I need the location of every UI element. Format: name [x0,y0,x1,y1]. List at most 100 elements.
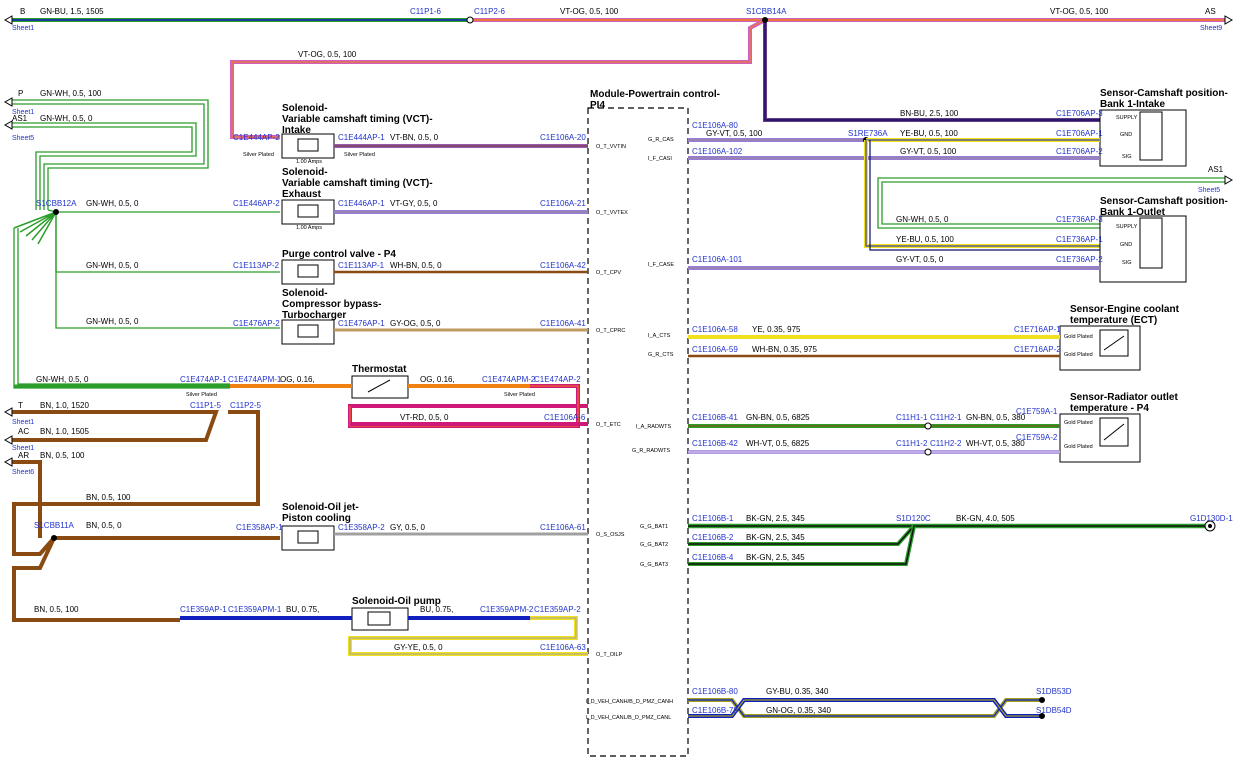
wire-label-bat1: BK-GN, 2.5, 345 [746,514,805,523]
conn-c1e476ap2[interactable]: C1E476AP-2 [233,319,280,328]
conn-c1e358ap1[interactable]: C1E358AP-1 [236,523,283,532]
solenoid-box [281,133,335,159]
conn-c1e706ap1[interactable]: C1E706AP-1 [1056,129,1103,138]
pin-o-t-cpv: O_T_CPV [596,270,621,276]
conn-c1e106a63[interactable]: C1E106A-63 [540,643,586,652]
conn-c1e113ap2[interactable]: C1E113AP-2 [233,261,280,270]
solenoid-box [281,199,335,225]
conn-c1e759a2[interactable]: C1E759A-2 [1016,433,1058,442]
sheet-p-link[interactable]: Sheet1 [12,109,34,116]
wire-label-can-gnog: GN-OG, 0.35, 340 [766,706,831,715]
solenoid-box [281,319,335,345]
splice-s1db54d[interactable]: S1DB54D [1036,706,1072,715]
conn-c1e106a61[interactable]: C1E106A-61 [540,523,586,532]
ground-icon-inner [1208,524,1212,528]
conn-c1e106a101[interactable]: C1E106A-101 [692,255,743,264]
conn-c11p2-6[interactable]: C11P2-6 [474,7,506,16]
conn-c1e359ap2[interactable]: C1E359AP-2 [534,605,581,614]
conn-c1e113ap1[interactable]: C1E113AP-1 [338,261,385,270]
conn-c1e106a59[interactable]: C1E106A-59 [692,345,738,354]
conn-c1e106a80[interactable]: C1E106A-80 [692,121,738,130]
sheet-ac-link[interactable]: Sheet1 [12,445,34,452]
conn-c11p2-5[interactable]: C11P2-5 [230,401,262,410]
amps-label: 1.00 Amps [296,225,322,231]
conn-c1e359apm2[interactable]: C1E359APM-2 [480,605,534,614]
sheet-as1-link[interactable]: Sheet5 [12,135,34,142]
conn-c1e106a102[interactable]: C1E106A-102 [692,147,743,156]
conn-c1e716ap2[interactable]: C1E716AP-2 [1014,345,1061,354]
conn-c1e358ap2[interactable]: C1E358AP-2 [338,523,385,532]
conn-c1e706ap2[interactable]: C1E706AP-2 [1056,147,1103,156]
conn-c11p1-5[interactable]: C11P1-5 [190,401,222,410]
splice-s1d120c[interactable]: S1D120C [896,514,931,523]
conn-c1e759a1[interactable]: C1E759A-1 [1016,407,1058,416]
conn-c11h1-2[interactable]: C11H1-2 [896,439,928,448]
conn-c1e359apm1[interactable]: C1E359APM-1 [228,605,282,614]
sheet-right-as1-link[interactable]: Sheet5 [1198,187,1220,194]
wire-label-splice12-gnwh: GN-WH, 0.5, 0 [86,199,139,208]
splice-s1re736a[interactable]: S1RE736A [848,129,888,138]
plating-silver: Silver Plated [344,152,375,158]
conn-c1e106b80[interactable]: C1E106B-80 [692,687,738,696]
conn-c1e359ap1[interactable]: C1E359AP-1 [180,605,227,614]
pin-o-t-cprc: O_T_CPRC [596,328,625,334]
conn-c1e444ap1[interactable]: C1E444AP-1 [338,133,385,142]
wire-label-oilpump-bu1: BU, 0.75, [286,605,319,614]
conn-c1e106a41[interactable]: C1E106A-41 [540,319,586,328]
connector-pin [466,16,474,24]
arrow-left-icon [3,15,13,25]
wire-label-as1-gnwh: GN-WH, 0.5, 0 [40,114,93,123]
ground-g1d130d[interactable]: G1D130D-1 [1190,514,1233,523]
splice-s1db53d[interactable]: S1DB53D [1036,687,1072,696]
conn-c1e474apm2[interactable]: C1E474APM-2 [482,375,536,384]
conn-c1e106b1[interactable]: C1E106B-1 [692,514,734,523]
wire-outlet-supply [869,140,1100,251]
conn-c11h2-1[interactable]: C11H2-1 [930,413,962,422]
splice-s1cbb14a[interactable]: S1CBB14A [746,7,787,16]
sensor-inner [1099,417,1129,447]
pin-g-g-bat3: G_G_BAT3 [640,562,668,568]
conn-c1e106b2[interactable]: C1E106B-2 [692,533,734,542]
splice-s1cbb11a[interactable]: S1CBB11A [34,521,75,530]
sheet-as-link[interactable]: Sheet9 [1200,25,1222,32]
conn-c11h2-2[interactable]: C11H2-2 [930,439,962,448]
solenoid-icon [297,264,319,278]
conn-c1e106a21[interactable]: C1E106A-21 [540,199,586,208]
conn-c1e444ap2[interactable]: C1E444AP-2 [233,133,280,142]
conn-c1e106a6[interactable]: C1E106A-6 [544,413,586,422]
conn-c1e706ap3[interactable]: C1E706AP-3 [1056,109,1103,118]
conn-c1e716ap1[interactable]: C1E716AP-1 [1014,325,1061,334]
conn-c11p1-6[interactable]: C11P1-6 [410,7,442,16]
wire-cam-bnbu [763,20,1100,122]
conn-c1e736ap3[interactable]: C1E736AP-3 [1056,215,1103,224]
conn-c1e446ap1[interactable]: C1E446AP-1 [338,199,385,208]
conn-c11h1-1[interactable]: C11H1-1 [896,413,928,422]
conn-c1e106a20[interactable]: C1E106A-20 [540,133,586,142]
component-cam-outlet: Sensor-Camshaft position-Bank 1-Outlet [1100,196,1228,218]
sheet-b-link[interactable]: Sheet1 [12,25,34,32]
conn-c1e106b4[interactable]: C1E106B-4 [692,553,734,562]
conn-c1e736ap1[interactable]: C1E736AP-1 [1056,235,1103,244]
conn-c1e474ap1[interactable]: C1E474AP-1 [180,375,227,384]
component-vct-intake: Solenoid-Variable camshaft timing (VCT)-… [282,103,433,136]
wire-label-can-gybu: GY-BU, 0.35, 340 [766,687,829,696]
conn-c1e106a58[interactable]: C1E106A-58 [692,325,738,334]
conn-c1e474apm1[interactable]: C1E474APM-1 [228,375,282,384]
conn-c1e106b42[interactable]: C1E106B-42 [692,439,738,448]
pin-o-t-vvtin: O_T_VVTIN [596,144,626,150]
conn-c1e106b79[interactable]: C1E106B-79 [692,706,738,715]
sheet-ar-link[interactable]: Sheet6 [12,469,34,476]
wire-label-ac-bn: BN, 1.0, 1505 [40,427,89,436]
conn-c1e106b41[interactable]: C1E106B-41 [692,413,738,422]
conn-c1e476ap1[interactable]: C1E476AP-1 [338,319,385,328]
conn-c1e736ap2[interactable]: C1E736AP-2 [1056,255,1103,264]
wire-label-out-yebu: YE-BU, 0.5, 100 [896,235,954,244]
conn-c1e106a42[interactable]: C1E106A-42 [540,261,586,270]
splice-s1cbb12a[interactable]: S1CBB12A [36,199,77,208]
conn-c1e446ap2[interactable]: C1E446AP-2 [233,199,280,208]
sheet-t-link[interactable]: Sheet1 [12,419,34,426]
pin-o-t-etc: O_T_ETC [596,422,621,428]
component-oil-pump: Solenoid-Oil pump [352,596,441,607]
conn-c1e474ap2[interactable]: C1E474AP-2 [534,375,581,384]
